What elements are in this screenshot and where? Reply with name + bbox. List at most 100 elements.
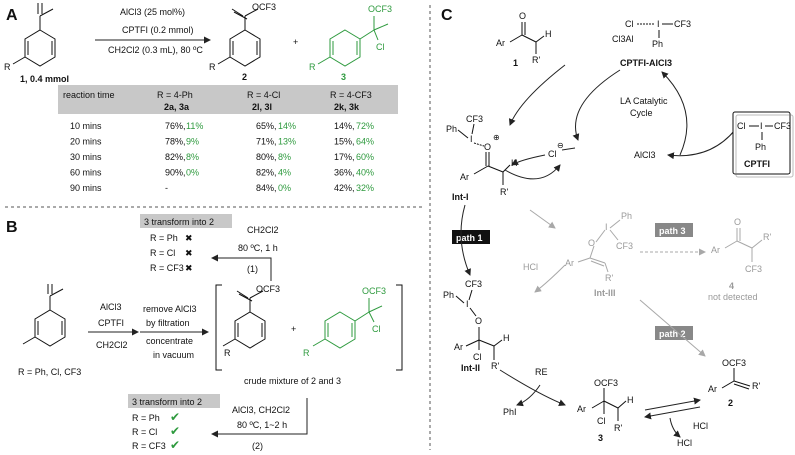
sh-ph: 2a, 3a — [164, 102, 190, 112]
table-cell: 60% — [356, 152, 374, 162]
table-cell: 13% — [278, 137, 296, 147]
b-top-cond-3: (1) — [247, 264, 258, 274]
c-p2-bonds — [721, 368, 751, 390]
curved-arrow-int1 — [504, 164, 561, 180]
p2-r: R — [209, 62, 216, 72]
c-int3-o: O — [588, 238, 595, 248]
c-int2-label: Int-II — [461, 363, 480, 373]
cycle-label-1: LA Catalytic — [620, 96, 668, 106]
c-int2-ar: Ar — [454, 342, 463, 352]
c-int2-cf3: CF3 — [465, 279, 482, 289]
table-cell: 78%, — [165, 137, 186, 147]
table-cell: 42%, — [334, 183, 355, 193]
c-cptfi-label: CPTFI — [744, 159, 770, 169]
b-reagent-3: CH2Cl2 — [96, 340, 128, 350]
c-int1-ph: Ph — [446, 124, 457, 134]
table-cell: 80%, — [256, 152, 277, 162]
bracket-left — [215, 284, 222, 371]
sh-cl: 2l, 3l — [252, 102, 272, 112]
table-cell: 17%, — [334, 152, 355, 162]
table-cell: 64% — [356, 137, 374, 147]
table-cell: 84%, — [256, 183, 277, 193]
c-p4-not-detected: not detected — [708, 292, 758, 302]
table-cell: 72% — [356, 121, 374, 131]
c-sm-label: 1 — [513, 58, 518, 68]
c-int2-bonds — [455, 289, 503, 360]
b-list-bot-3: R = CF3 — [132, 441, 166, 451]
bracket-right — [396, 284, 403, 371]
table-cell: 8% — [278, 152, 291, 162]
c-sm-1-structure — [509, 22, 545, 54]
th-cl: R = 4-Cl — [247, 90, 280, 100]
b-check-1: ✔ — [170, 410, 180, 424]
table-cell: 32% — [356, 183, 374, 193]
hcl-loss-arrow — [534, 264, 566, 293]
c-cl-minus: Cl — [548, 149, 557, 159]
c-int3-label: Int-III — [594, 288, 616, 298]
panel-label-c: C — [441, 7, 453, 24]
table-cell: 0% — [278, 183, 291, 193]
c-p3-h: H — [627, 395, 634, 405]
p2-ocf3: OCF3 — [252, 2, 276, 12]
c-cptfi-cl: Cl — [737, 121, 746, 131]
table-cell: 36%, — [334, 168, 355, 178]
c-int3-cf3: CF3 — [616, 241, 633, 251]
panel-label-b: B — [6, 219, 18, 236]
table-cell: 65%, — [256, 121, 277, 131]
b-p3-cl: Cl — [372, 324, 381, 334]
c-cl-1: Cl — [625, 19, 634, 29]
cycle-arrow-top — [572, 69, 621, 141]
c-int2-i: I — [466, 299, 469, 309]
sh-cf3: 2k, 3k — [334, 102, 360, 112]
b-check-3: ✔ — [170, 438, 180, 452]
c-sm-rp: R' — [532, 55, 540, 65]
table-cell: 90 mins — [70, 183, 102, 193]
c-p4-cf3: CF3 — [745, 264, 762, 274]
p3-r: R — [309, 62, 316, 72]
phi-arrow — [516, 384, 541, 407]
b-plus: + — [291, 324, 296, 334]
bottom-return-arrow — [211, 398, 308, 438]
box-transform-1: 3 transform into 2 — [144, 217, 214, 227]
c-sm-ar: Ar — [496, 38, 505, 48]
c-sm-o: O — [519, 11, 526, 21]
c-p4-bonds — [724, 228, 763, 262]
c-int1-ar: Ar — [460, 172, 469, 182]
c-int2-rp: R' — [491, 361, 499, 371]
b-list-top-2: R = Cl — [150, 248, 175, 258]
c-p3-ocf3: OCF3 — [594, 378, 618, 388]
b-workup-1: remove AlCl3 — [143, 304, 197, 314]
table-cell: 60 mins — [70, 168, 102, 178]
b-p2-r: R — [224, 348, 231, 358]
path1-arrow — [460, 204, 471, 276]
cycle-label-2: Cycle — [630, 108, 653, 118]
b-cross-1: ✖ — [185, 233, 193, 243]
c-p3-ar: Ar — [577, 404, 586, 414]
cycle-arrow-bottom — [667, 129, 736, 160]
b-workup-2: by filtration — [146, 318, 190, 328]
c-p4-ar: Ar — [711, 245, 720, 255]
equilibrium-arrow-left — [644, 406, 701, 420]
b-bot-cond-1: AlCl3, CH2Cl2 — [232, 405, 290, 415]
c-hcl-2: HCl — [677, 438, 692, 448]
c-p3-rp: R' — [614, 423, 622, 433]
b-reagent-2: CPTFI — [98, 318, 124, 328]
cptfi-box-shadow — [735, 114, 794, 178]
b-p3-ocf3: OCF3 — [362, 286, 386, 296]
substrate-label: 1, 0.4 mmol — [20, 74, 69, 84]
c-cptfi-ph: Ph — [755, 142, 766, 152]
c-int2-h: H — [503, 333, 510, 343]
b-substrate-structure — [22, 284, 66, 347]
equilibrium-arrow-right — [644, 397, 701, 411]
p2-label: 2 — [242, 72, 247, 82]
path2-arrow — [639, 299, 706, 357]
c-p2-label: 2 — [728, 398, 733, 408]
table-cell: 4% — [278, 168, 291, 178]
c-p4-rp: R' — [763, 232, 771, 242]
th-ph: R = 4-Ph — [157, 90, 193, 100]
c-int1-o: O — [484, 142, 491, 152]
product-2-structure — [217, 8, 261, 67]
b-cross-3: ✖ — [185, 263, 193, 273]
